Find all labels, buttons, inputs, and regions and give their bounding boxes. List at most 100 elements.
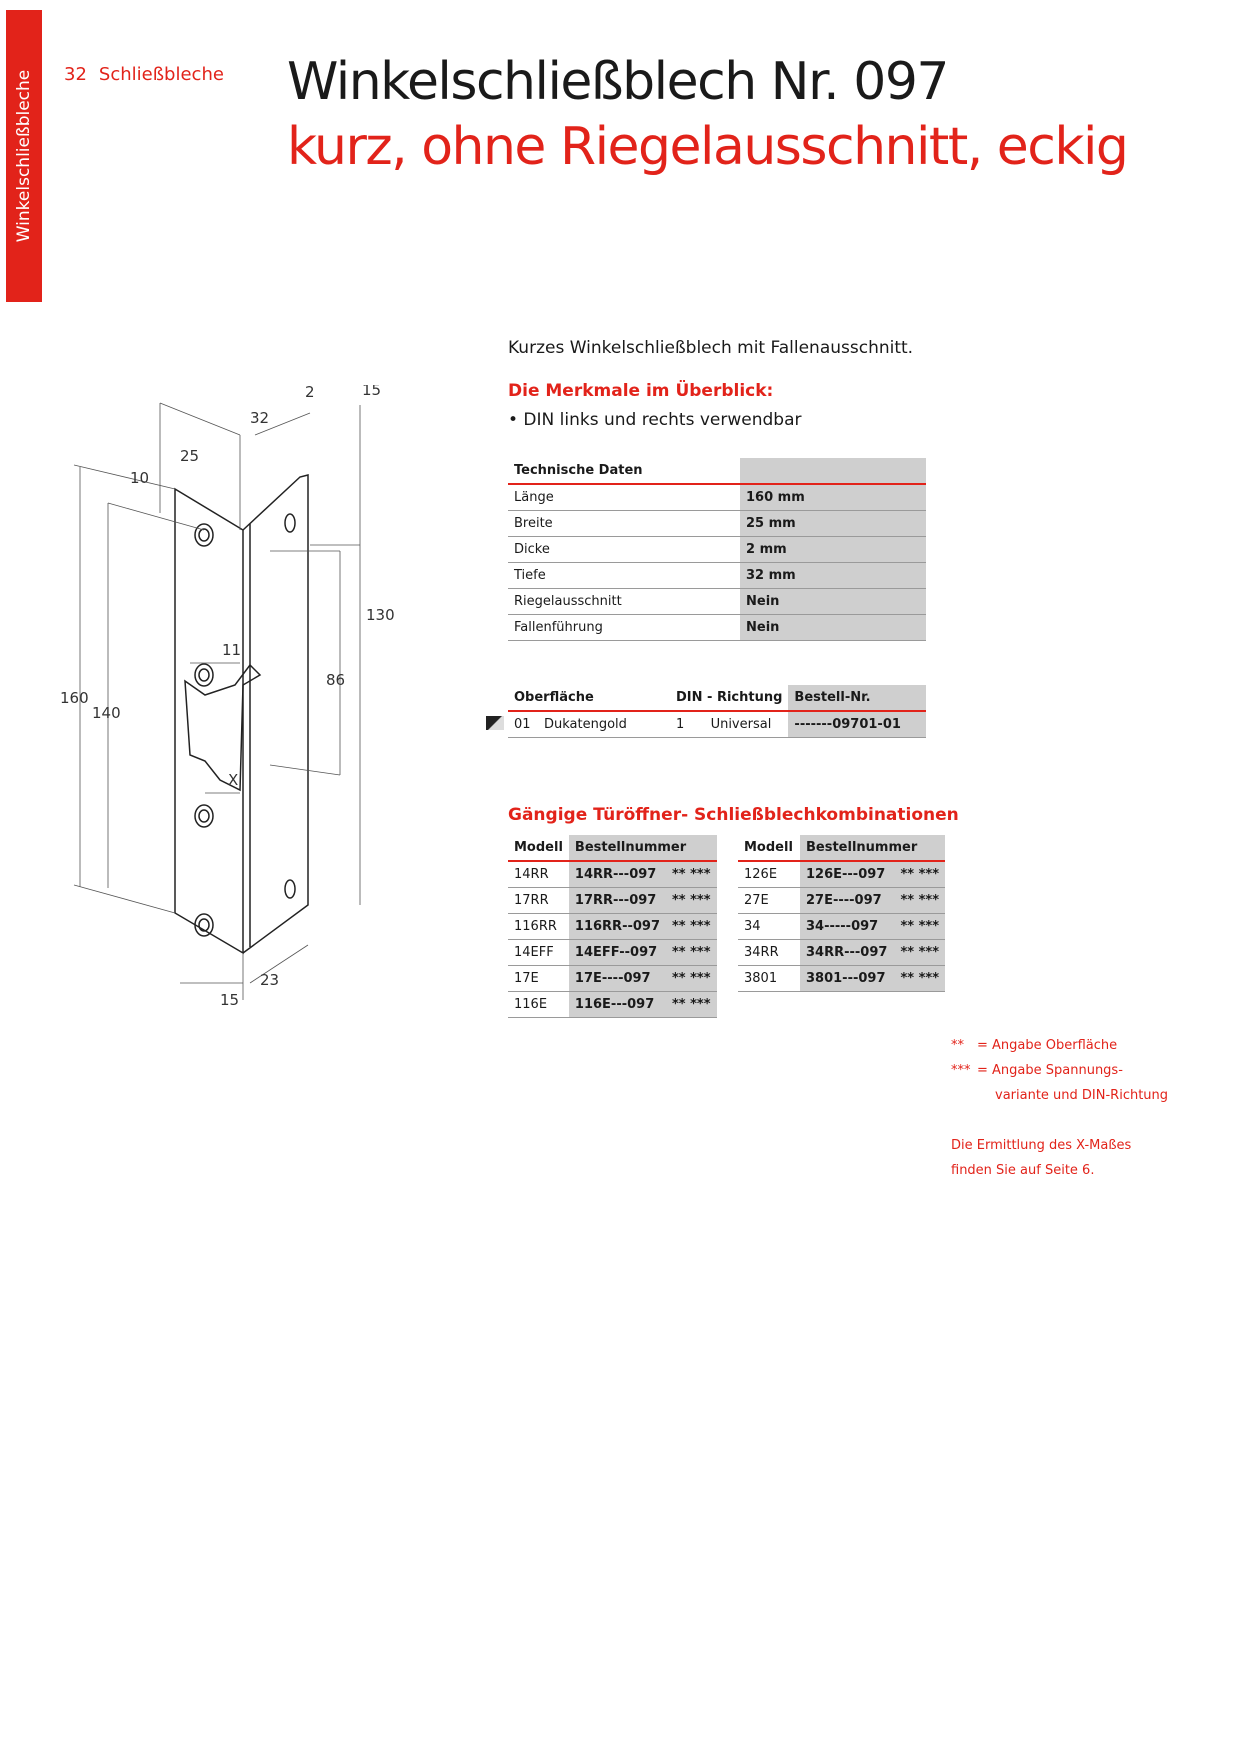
- legend-item: variante und DIN-Richtung: [995, 1088, 1168, 1103]
- order-col-header: Bestellnummer: [800, 835, 945, 862]
- combo-order: 116E---097: [568, 991, 666, 1018]
- combo-stars: ** ***: [666, 939, 717, 966]
- surface-code: 01: [508, 711, 538, 738]
- order-number: -------09701-01: [788, 711, 926, 738]
- features-heading: Die Merkmale im Überblick:: [508, 381, 774, 401]
- combo-stars: ** ***: [666, 861, 717, 888]
- dim-x: X: [228, 771, 238, 789]
- tech-value: Nein: [740, 614, 926, 641]
- combo-order: 34-----097: [800, 913, 895, 940]
- legend-symbol: ***: [951, 1063, 971, 1078]
- combo-order: 14EFF--097: [568, 939, 666, 966]
- legend-item: **= Angabe Oberfläche: [951, 1038, 1117, 1053]
- order-col-header: Bestellnummer: [568, 835, 717, 862]
- surface-color-swatch: [486, 716, 504, 730]
- combo-model: 34RR: [738, 939, 800, 966]
- tech-label: Breite: [508, 510, 740, 537]
- tech-header-row: Technische Daten: [508, 458, 926, 485]
- combo-stars: ** ***: [666, 887, 717, 914]
- combo-model: 3801: [738, 965, 800, 992]
- drawing-latch-cutout: [184, 663, 262, 792]
- tech-label: Länge: [508, 484, 740, 511]
- combo-order: 14RR---097: [568, 861, 666, 888]
- combo-stars: ** ***: [894, 939, 945, 966]
- dim-10: 10: [130, 469, 149, 487]
- tech-label: Dicke: [508, 536, 740, 563]
- side-tab-label: Winkelschließbleche: [14, 69, 34, 243]
- technical-drawing: 25 32 2 15 10 160 140 130 86 11 X 15 23: [60, 385, 395, 1009]
- section-name: Schließbleche: [98, 64, 224, 85]
- combo-model: 17RR: [508, 887, 569, 914]
- combo-order: 17RR---097: [568, 887, 666, 914]
- combo-model: 27E: [738, 887, 800, 914]
- combos-heading: Gängige Türöffner- Schließblechkombinati…: [508, 805, 959, 825]
- combo-stars: ** ***: [894, 861, 945, 888]
- combo-stars: ** ***: [666, 965, 717, 992]
- drawing-front-plate: [174, 487, 244, 955]
- dim-2: 2: [305, 385, 315, 401]
- page-header: 32 Schließbleche: [64, 64, 224, 85]
- tech-header-cell: [740, 458, 926, 485]
- dim-140: 140: [92, 704, 121, 722]
- combo-stars: ** ***: [894, 913, 945, 940]
- surface-table: Oberfläche DIN - Richtung Bestell-Nr. 01…: [508, 685, 926, 738]
- model-col-header: Modell: [738, 835, 800, 862]
- tech-value: 2 mm: [740, 536, 926, 563]
- table-row: 01 Dukatengold 1 Universal -------09701-…: [508, 711, 926, 738]
- tech-value: 32 mm: [740, 562, 926, 589]
- tech-heading: Technische Daten: [508, 458, 740, 485]
- combo-stars: ** ***: [894, 965, 945, 992]
- tech-value: Nein: [740, 588, 926, 615]
- legend-item: *** = Angabe Spannungs-: [951, 1063, 1123, 1078]
- legend-symbol: **: [951, 1038, 964, 1053]
- combo-header-row: Modell Bestellnummer: [738, 835, 945, 862]
- dim-11: 11: [222, 641, 241, 659]
- tech-label: Tiefe: [508, 562, 740, 589]
- page-number: 32: [64, 64, 87, 85]
- combo-order: 17E----097: [568, 965, 666, 992]
- combo-stars: ** ***: [666, 991, 717, 1018]
- intro-text: Kurzes Winkelschließblech mit Fallenauss…: [508, 338, 914, 358]
- dim-25: 25: [180, 447, 199, 465]
- tech-label: Riegelausschnitt: [508, 588, 740, 615]
- din-col-header: DIN - Richtung: [670, 685, 789, 712]
- combo-model: 116RR: [508, 913, 569, 940]
- dim-86: 86: [326, 671, 345, 689]
- feature-item: • DIN links und rechts verwendbar: [508, 410, 802, 430]
- combo-model: 126E: [738, 861, 800, 888]
- combo-stars: ** ***: [894, 887, 945, 914]
- tech-value: 160 mm: [740, 484, 926, 511]
- note-line: finden Sie auf Seite 6.: [951, 1163, 1095, 1178]
- combo-model: 34: [738, 913, 800, 940]
- drawing-side-flange: [242, 474, 309, 954]
- surface-header-row: Oberfläche DIN - Richtung Bestell-Nr.: [508, 685, 926, 712]
- combo-model: 17E: [508, 965, 569, 992]
- order-col-header: Bestell-Nr.: [788, 685, 926, 712]
- dim-23: 23: [260, 971, 279, 989]
- din-value: Universal: [704, 711, 789, 738]
- combo-order: 27E----097: [800, 887, 895, 914]
- legend-text: = Angabe Spannungs-: [977, 1063, 1123, 1078]
- combo-model: 14RR: [508, 861, 569, 888]
- dim-15-bottom: 15: [220, 991, 239, 1009]
- combo-stars: ** ***: [666, 913, 717, 940]
- legend-text: variante und DIN-Richtung: [995, 1088, 1169, 1103]
- surface-name: Dukatengold: [538, 711, 670, 738]
- side-tab: Winkelschließbleche: [6, 10, 42, 302]
- page-title: Winkelschließblech Nr. 097: [287, 52, 950, 112]
- combo-order: 116RR--097: [568, 913, 666, 940]
